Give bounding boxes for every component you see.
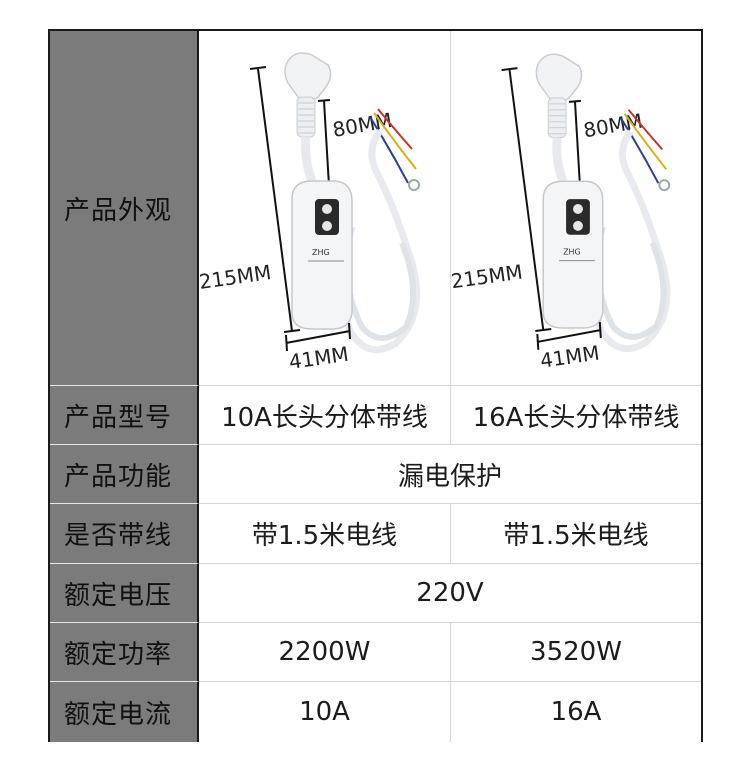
row-header-function: 产品功能 <box>50 445 199 504</box>
dim-lead-label: 80MM <box>582 110 645 143</box>
cable-16a: 带1.5米电线 <box>451 504 701 564</box>
dim-length-label: 215MM <box>452 260 524 293</box>
row-header-rated-current: 额定电流 <box>50 682 199 742</box>
power-16a: 3520W <box>451 623 701 682</box>
cable-10a: 带1.5米电线 <box>199 504 451 564</box>
model-16a: 16A长头分体带线 <box>451 386 701 445</box>
power-10a: 2200W <box>199 623 451 682</box>
model-10a: 10A长头分体带线 <box>199 386 451 445</box>
current-16a: 16A <box>451 682 701 742</box>
row-header-with-cable: 是否带线 <box>50 504 199 564</box>
product-image-16a: 215MM 80MM ZHG <box>451 31 701 386</box>
row-header-model: 产品型号 <box>50 386 199 445</box>
dim-lead-label: 80MM <box>330 108 393 142</box>
brand-mark: ZHG <box>563 248 581 257</box>
leakage-protector-illustration-16a: 215MM 80MM ZHG <box>452 53 671 373</box>
product-image-10a: 215MM 80MM <box>199 31 451 386</box>
row-header-rated-voltage: 额定电压 <box>50 564 199 623</box>
spec-table: 产品外观 215MM 80MM <box>48 29 703 742</box>
function-value: 漏电保护 <box>199 445 701 504</box>
dim-width-label: 41MM <box>539 342 601 373</box>
leakage-protector-illustration-10a: 215MM 80MM <box>200 52 420 374</box>
dim-length-label: 215MM <box>200 260 273 294</box>
row-header-appearance: 产品外观 <box>50 31 199 386</box>
brand-mark: ZHG <box>312 248 330 257</box>
rated-voltage-value: 220V <box>199 564 701 623</box>
current-10a: 10A <box>199 682 451 742</box>
dim-width-label: 41MM <box>287 342 350 374</box>
row-header-rated-power: 额定功率 <box>50 623 199 682</box>
